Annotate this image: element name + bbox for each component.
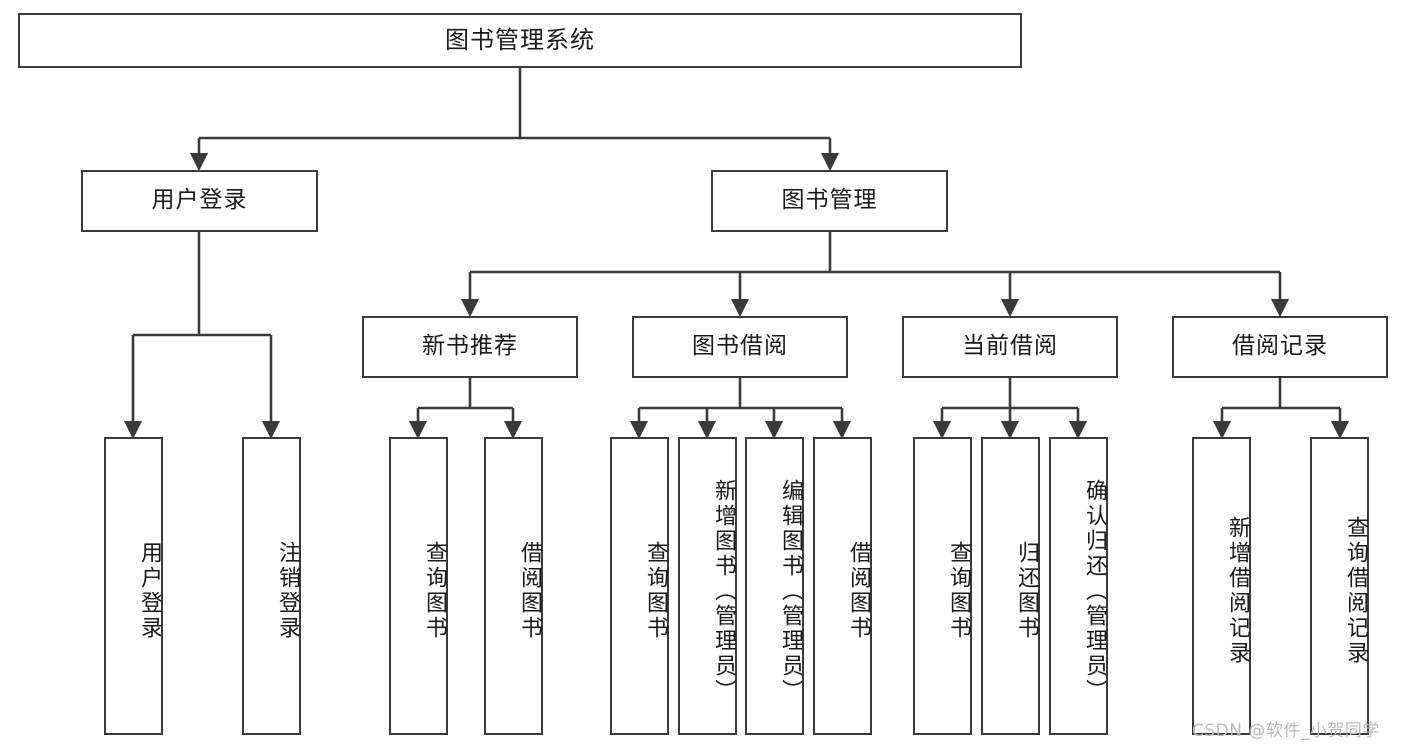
node-label: 借阅记录 [1232,333,1328,360]
node-leaf-bb-query-book[interactable]: 查询图书 [610,437,669,735]
node-label: 查询图书 [946,541,971,641]
csdn-watermark: CSDN @软件_小贺同学 [1192,721,1380,741]
node-submodule-borrow-record[interactable]: 借阅记录 [1172,316,1388,378]
node-root-system[interactable]: 图书管理系统 [18,13,1022,68]
node-leaf-logout[interactable]: 注销登录 [242,437,301,735]
node-submodule-current-borrow[interactable]: 当前借阅 [902,316,1118,378]
node-leaf-bb-add-book[interactable]: 新增图书（管理员） [678,437,737,735]
node-leaf-bb-edit-book[interactable]: 编辑图书（管理员） [745,437,804,735]
node-leaf-br-query-record[interactable]: 查询借阅记录 [1310,437,1369,735]
node-leaf-cb-query-book[interactable]: 查询图书 [913,437,972,735]
node-label: 借阅图书 [517,541,542,641]
node-module-book-management[interactable]: 图书管理 [711,170,948,232]
node-label: 新增借阅记录 [1225,516,1250,666]
node-label: 借阅图书 [846,541,871,641]
node-label: 图书借阅 [692,333,788,360]
node-label: 图书管理 [781,187,878,214]
node-label: 图书管理系统 [445,26,595,55]
node-submodule-book-borrow[interactable]: 图书借阅 [632,316,848,378]
node-label: 注销登录 [275,541,300,641]
node-leaf-user-login[interactable]: 用户登录 [104,437,163,735]
node-module-user-login[interactable]: 用户登录 [81,170,318,232]
node-leaf-nb-borrow-book[interactable]: 借阅图书 [484,437,543,735]
node-label: 当前借阅 [962,333,1058,360]
node-leaf-nb-query-book[interactable]: 查询图书 [389,437,448,735]
node-label: 查询图书 [643,541,668,641]
node-label: 新增图书（管理员） [711,478,736,704]
node-label: 查询图书 [422,541,447,641]
node-leaf-bb-borrow-book[interactable]: 借阅图书 [813,437,872,735]
node-label: 确认归还（管理员） [1082,478,1107,704]
node-leaf-cb-return-book[interactable]: 归还图书 [981,437,1040,735]
node-label: 新书推荐 [422,333,518,360]
node-leaf-cb-confirm-return[interactable]: 确认归还（管理员） [1049,437,1108,735]
node-leaf-br-add-record[interactable]: 新增借阅记录 [1192,437,1251,735]
node-submodule-new-book-recommend[interactable]: 新书推荐 [362,316,578,378]
node-label: 查询借阅记录 [1343,516,1368,666]
node-label: 归还图书 [1014,541,1039,641]
node-label: 用户登录 [137,541,162,641]
node-label: 用户登录 [151,187,248,214]
node-label: 编辑图书（管理员） [778,478,803,704]
